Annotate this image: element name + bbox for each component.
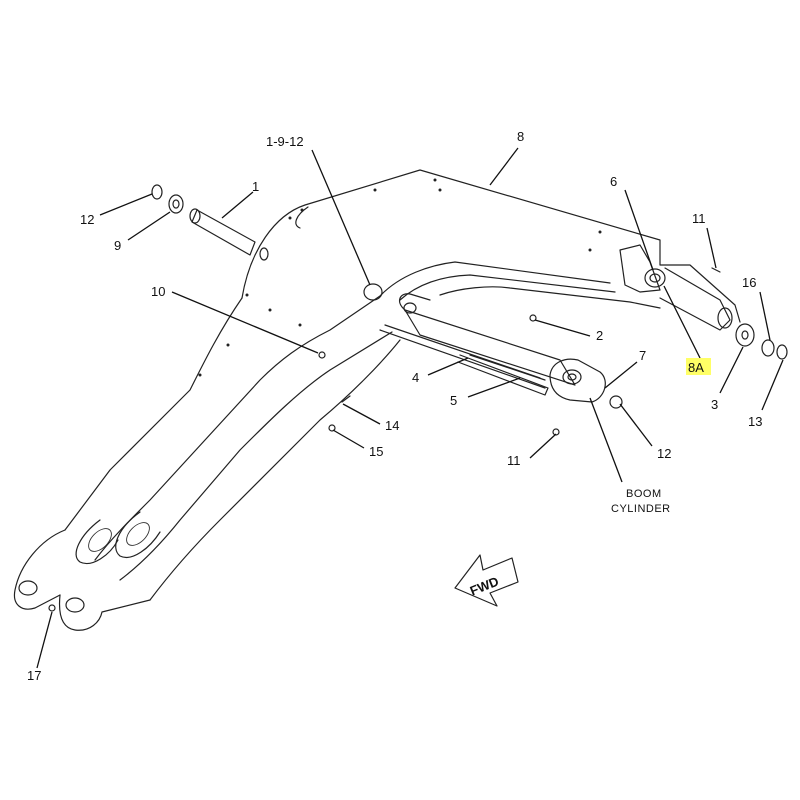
boom-cylinder-label-line2: CYLINDER — [611, 503, 671, 515]
callout-5: 5 — [450, 393, 457, 408]
callout-16: 16 — [742, 275, 756, 290]
callout-1-9-12: 1-9-12 — [266, 134, 304, 149]
callout-11-bottom: 11 — [507, 453, 521, 468]
leader-lines — [36, 147, 784, 669]
callout-10: 10 — [151, 284, 165, 299]
callout-2: 2 — [596, 328, 603, 343]
callout-11-top: 11 — [692, 211, 706, 226]
fwd-arrow: FWD — [454, 554, 519, 607]
callout-4: 4 — [412, 370, 419, 385]
callout-labels: 1 1-9-12 8 12 9 6 11 10 2 16 7 8A 4 5 3 … — [27, 129, 762, 683]
callout-8: 8 — [517, 129, 524, 144]
boom-cylinder-label-line1: BOOM — [626, 488, 662, 500]
boom-cylinder-drawing — [379, 293, 606, 403]
callout-12-bottom: 12 — [657, 446, 671, 461]
callout-9: 9 — [114, 238, 121, 253]
callout-1: 1 — [252, 179, 259, 194]
callout-8a-highlight — [686, 358, 711, 375]
callout-6: 6 — [610, 174, 617, 189]
callout-8a: 8A — [688, 360, 704, 375]
callout-15: 15 — [369, 444, 383, 459]
callout-12-top: 12 — [80, 212, 94, 227]
callout-14: 14 — [385, 418, 399, 433]
callout-3: 3 — [711, 397, 718, 412]
fwd-label: FWD — [468, 574, 501, 599]
front-pin-assembly — [619, 244, 733, 331]
loose-parts — [48, 184, 788, 612]
callout-17: 17 — [27, 668, 41, 683]
boom-body — [13, 169, 741, 631]
callout-13: 13 — [748, 414, 762, 429]
callout-7: 7 — [639, 348, 646, 363]
